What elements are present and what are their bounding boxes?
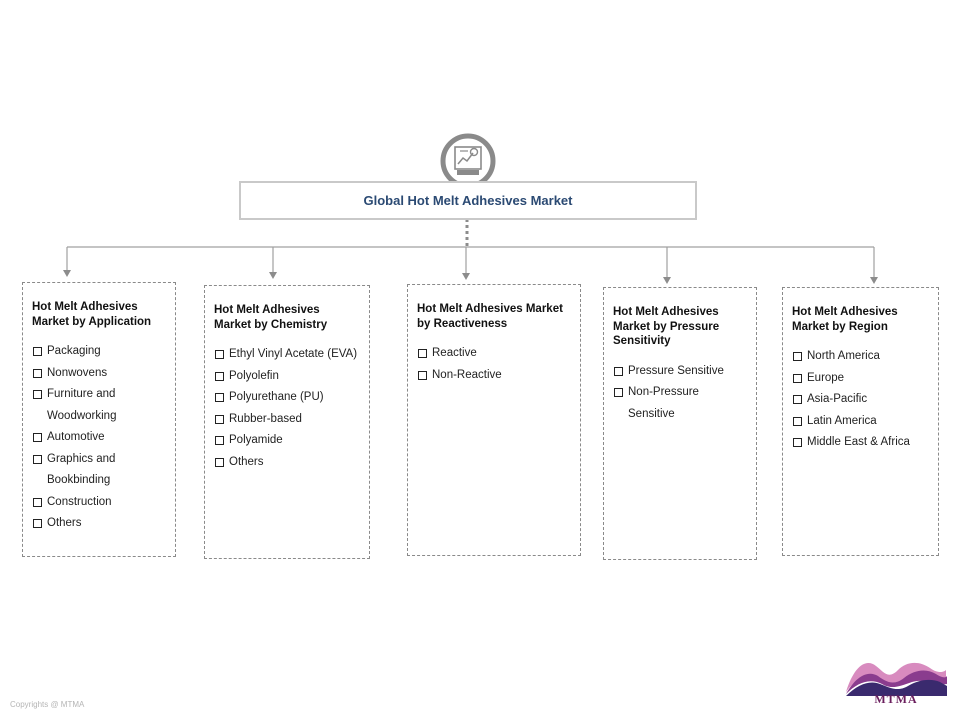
list-item: Non-Reactive — [417, 365, 570, 387]
list-item: Polyurethane (PU) — [214, 387, 359, 409]
logo-text: MTMA — [874, 692, 918, 706]
checkbox-icon — [793, 352, 802, 361]
list-item: Packaging — [32, 341, 165, 363]
list-item: Non-Pressure Sensitive — [613, 382, 746, 425]
checkbox-icon — [215, 414, 224, 424]
segment-title: Hot Melt Adhesives Market by Pressure Se… — [613, 306, 720, 347]
checkbox-icon — [215, 350, 224, 359]
list-item: Automotive — [32, 427, 165, 449]
list-item: Middle East & Africa — [792, 432, 928, 454]
list-item: Rubber-based — [214, 409, 359, 431]
list-item: Construction — [32, 492, 165, 514]
checkbox-icon — [793, 438, 802, 447]
checkbox-icon — [33, 347, 42, 356]
list-item: Polyamide — [214, 430, 359, 452]
checkbox-icon — [33, 497, 42, 507]
list-item: Pressure Sensitive — [613, 361, 746, 383]
checkbox-icon — [614, 366, 623, 376]
arrowhead-1 — [63, 270, 71, 277]
segment-pressure-sensitivity: Hot Melt Adhesives Market by Pressure Se… — [603, 287, 757, 560]
arrowhead-3 — [462, 273, 470, 280]
arrowhead-2 — [269, 272, 277, 279]
list-item: Asia-Pacific — [792, 389, 928, 411]
checkbox-icon — [33, 433, 42, 442]
checkbox-icon — [215, 393, 224, 402]
checkbox-icon — [33, 390, 42, 399]
mtma-logo: MTMA — [844, 656, 948, 708]
list-item: Furniture and Woodworking — [32, 384, 165, 427]
checkbox-icon — [418, 370, 427, 380]
checkbox-icon — [614, 388, 623, 397]
checkbox-icon — [793, 373, 802, 383]
checkbox-icon — [215, 436, 224, 445]
segment-title: Hot Melt Adhesives Market by Application — [32, 301, 152, 328]
arrowhead-5 — [870, 277, 878, 284]
segment-chemistry: Hot Melt Adhesives Market by Chemistry E… — [204, 285, 370, 559]
checkbox-icon — [793, 416, 802, 426]
segment-title: Hot Melt Adhesives Market by Reactivenes… — [417, 303, 563, 330]
segment-title: Hot Melt Adhesives Market by Region — [792, 306, 898, 333]
list-item: Europe — [792, 368, 928, 390]
root-node: Global Hot Melt Adhesives Market — [239, 181, 697, 220]
checkbox-icon — [33, 519, 42, 528]
list-item: Others — [214, 452, 359, 474]
segment-application: Hot Melt Adhesives Market by Application… — [22, 282, 176, 557]
logo-waves-icon — [846, 662, 947, 696]
root-title: Global Hot Melt Adhesives Market — [363, 193, 573, 208]
list-item: North America — [792, 346, 928, 368]
segment-title: Hot Melt Adhesives Market by Chemistry — [214, 304, 328, 331]
list-item: Others — [32, 513, 165, 535]
checkbox-icon — [418, 349, 427, 358]
list-item: Reactive — [417, 343, 570, 365]
segment-list: North America Europe Asia-Pacific Latin … — [792, 346, 928, 454]
list-item: Graphics and Bookbinding — [32, 449, 165, 492]
segment-list: Pressure Sensitive Non-Pressure Sensitiv… — [613, 361, 746, 426]
list-item: Polyolefin — [214, 366, 359, 388]
segment-list: Ethyl Vinyl Acetate (EVA) Polyolefin Pol… — [214, 344, 359, 473]
segment-list: Packaging Nonwovens Furniture and Woodwo… — [32, 341, 165, 535]
segment-region: Hot Melt Adhesives Market by Region Nort… — [782, 287, 939, 556]
arrowhead-4 — [663, 277, 671, 284]
copyright-text: Copyrights @ MTMA — [10, 700, 85, 709]
checkbox-icon — [793, 395, 802, 404]
list-item: Ethyl Vinyl Acetate (EVA) — [214, 344, 359, 366]
segment-reactiveness: Hot Melt Adhesives Market by Reactivenes… — [407, 284, 581, 556]
list-item: Nonwovens — [32, 363, 165, 385]
checkbox-icon — [215, 457, 224, 467]
segment-list: Reactive Non-Reactive — [417, 343, 570, 386]
checkbox-icon — [215, 371, 224, 381]
list-item: Latin America — [792, 411, 928, 433]
checkbox-icon — [33, 368, 42, 378]
checkbox-icon — [33, 454, 42, 464]
market-chart-icon — [440, 133, 496, 189]
